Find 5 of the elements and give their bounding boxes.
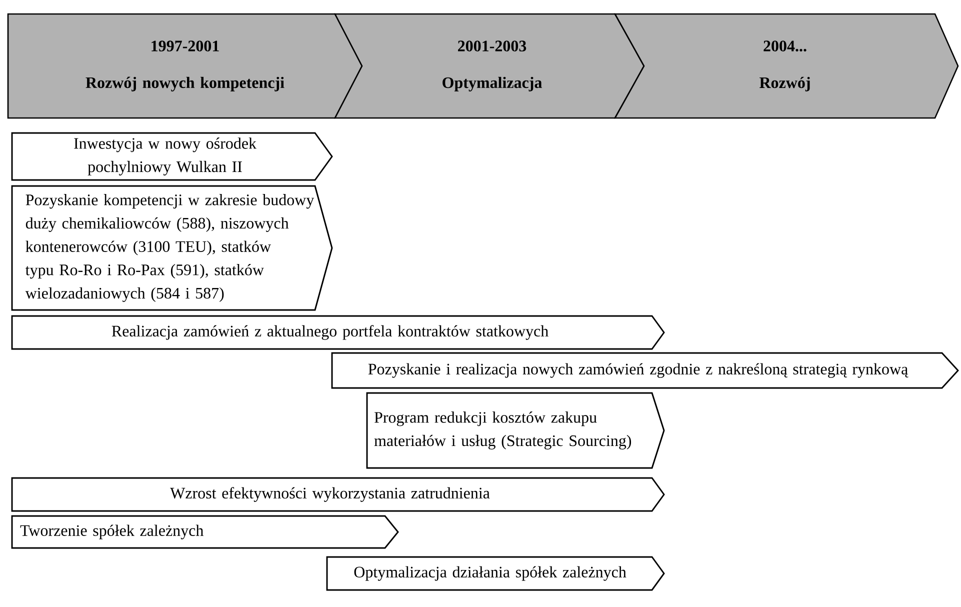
node-label: 2004... bbox=[764, 40, 806, 52]
node-label: Rozwój bbox=[760, 76, 810, 92]
chevron-header: 2004... Rozwój bbox=[614, 13, 959, 119]
chevron-header: 2001-2003 Optymalizacja bbox=[334, 13, 645, 119]
chevron-header: 1997-2001 Rozwój nowych kompetencji bbox=[7, 13, 363, 119]
